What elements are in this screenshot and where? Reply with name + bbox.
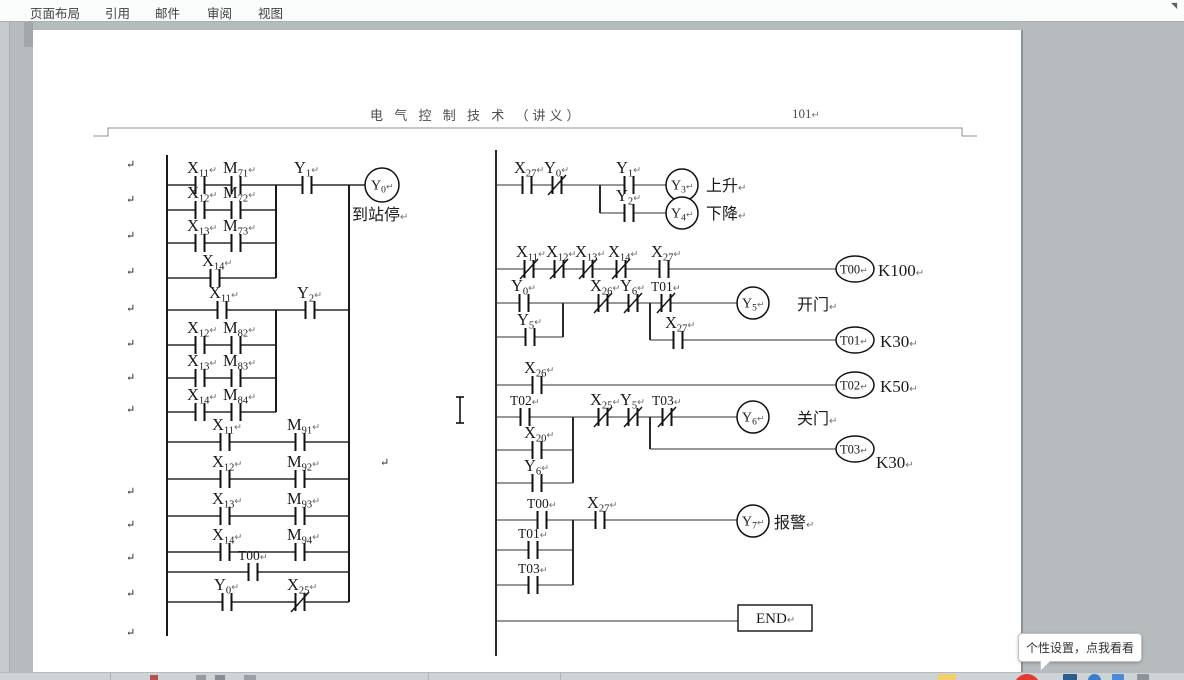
promo-tooltip[interactable]: 个性设置，点我看看 [1018, 633, 1142, 672]
tray-icon-red-circle[interactable] [1014, 674, 1040, 680]
taskbar-separator [560, 673, 561, 680]
document-header-page-number: 101↵ [792, 106, 820, 121]
tray-icon-blue-circle[interactable] [1088, 674, 1101, 680]
taskbar-separator [428, 673, 429, 680]
page-margin-notch [24, 22, 33, 47]
app-icon-gray-1[interactable] [196, 675, 206, 680]
menu-tab-review[interactable]: 审阅 [207, 7, 233, 21]
menu-tab-mailings[interactable]: 邮件 [155, 7, 181, 21]
left-scroll-strip [0, 22, 10, 672]
ribbon-tab-bar: 页面布局 引用 邮件 审阅 视图 [0, 0, 1184, 22]
app-icon-gray-3[interactable] [244, 675, 256, 680]
tray-icon-blue[interactable] [1112, 674, 1124, 680]
menu-tab-view[interactable]: 视图 [258, 7, 284, 21]
tray-icon-yellow[interactable] [938, 674, 956, 680]
app-icon-red-left[interactable] [150, 675, 158, 680]
app-icon-gray-2[interactable] [215, 675, 225, 680]
taskbar [0, 672, 1184, 680]
document-header-title: 电 气 控 制 技 术 （讲义） [370, 108, 584, 123]
promo-tooltip-text: 个性设置，点我看看 [1025, 641, 1134, 655]
taskbar-separator [110, 673, 111, 680]
ribbon-collapse-icon[interactable]: ◥ [1171, 1, 1178, 10]
document-page[interactable] [33, 30, 1021, 672]
menu-tab-page-layout[interactable]: 页面布局 [30, 7, 81, 21]
tray-icon-navy[interactable] [1063, 674, 1077, 680]
paragraph-mark: ↵ [811, 110, 820, 121]
tray-icon-gray[interactable] [1137, 674, 1149, 680]
menu-tab-references[interactable]: 引用 [105, 7, 131, 21]
